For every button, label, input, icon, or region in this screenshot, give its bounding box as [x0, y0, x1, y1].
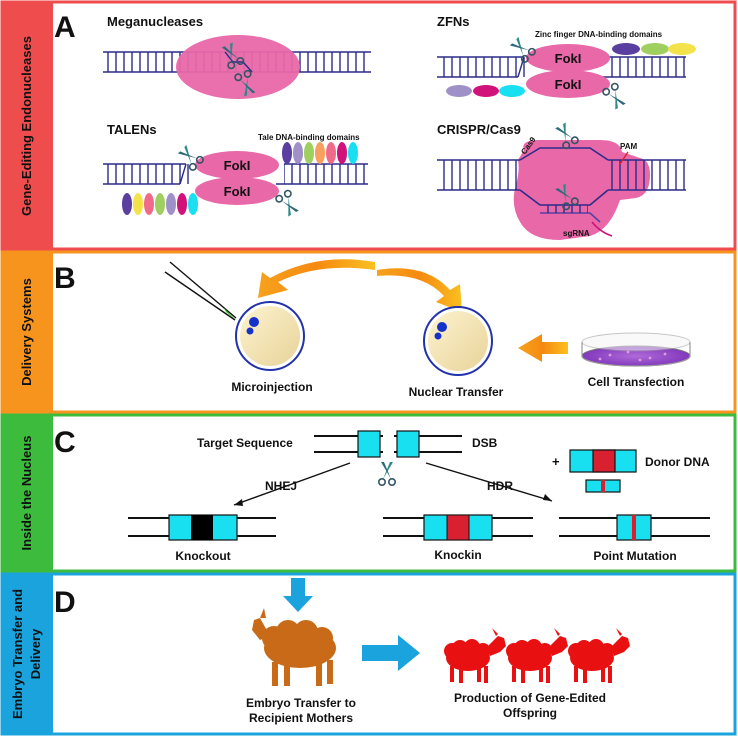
- tale-domains-top: [282, 142, 358, 164]
- nhej-label: NHEJ: [265, 479, 297, 493]
- panel-a-letter: A: [54, 11, 76, 44]
- zfn-domains-label: Zinc finger DNA-binding domains: [535, 30, 663, 39]
- talens-diagram: TALENs Tale DNA-binding domains FokI Fok…: [103, 122, 368, 219]
- embryo-transfer-line2: Recipient Mothers: [249, 711, 353, 725]
- target-sequence-label: Target Sequence: [197, 436, 293, 450]
- meganucleases-label: Meganucleases: [107, 14, 203, 29]
- panel-a-frame: Gene-Editing Endonucleases A: [0, 0, 737, 251]
- crispr-label: CRISPR/Cas9: [437, 122, 521, 137]
- scissors-icon: [273, 188, 302, 219]
- panel-d-side-label-line1: Embryo Transfer and: [10, 589, 25, 719]
- panel-b-side-label: Delivery Systems: [19, 278, 34, 386]
- microinjection-label: Microinjection: [231, 380, 312, 394]
- panel-d-side-label-line2: Delivery: [28, 628, 43, 679]
- meganucleases-diagram: Meganucleases: [103, 14, 371, 99]
- production-line2: Offspring: [503, 706, 557, 720]
- tale-domains-label: Tale DNA-binding domains: [258, 133, 360, 142]
- sheep-icon: [568, 628, 630, 683]
- panel-d-letter: D: [54, 586, 76, 619]
- panel-c-frame: Inside the Nucleus C: [0, 413, 737, 573]
- arrow-from-transfection: [518, 334, 568, 362]
- pam-label: PAM: [620, 142, 638, 151]
- dsb-label: DSB: [472, 436, 498, 450]
- petri-dish-icon: [581, 332, 691, 367]
- egg-cell-icon: [423, 306, 493, 376]
- knockin-label: Knockin: [434, 548, 481, 562]
- right-arrow: [362, 635, 420, 671]
- nuclear-transfer-label: Nuclear Transfer: [409, 385, 504, 399]
- sheep-icon: [252, 608, 336, 686]
- micropipette-icon: [164, 261, 237, 321]
- panel-b-letter: B: [54, 262, 76, 295]
- production-line1: Production of Gene-Edited: [454, 691, 606, 705]
- panel-b-content: Microinjection Nuclear Transfer Cell Tra…: [164, 259, 691, 399]
- panel-c-content: Target Sequence DSB NHEJ HDR + Donor DNA…: [128, 430, 710, 563]
- panel-c-letter: C: [54, 426, 76, 459]
- scissors-icon: [377, 461, 397, 487]
- sheep-icon: [444, 628, 506, 683]
- egg-cell-icon: [235, 301, 305, 371]
- zfns-label: ZFNs: [437, 14, 470, 29]
- tale-domains-bottom: [122, 193, 198, 215]
- arrow-to-nuclear-transfer: [377, 268, 462, 312]
- zfn-fokl-bottom-label: FokI: [555, 77, 582, 92]
- panel-c-side-label: Inside the Nucleus: [19, 436, 34, 551]
- embryo-transfer-line1: Embryo Transfer to: [246, 696, 356, 710]
- donor-dna-label: Donor DNA: [645, 455, 710, 469]
- donor-plus: +: [552, 454, 560, 469]
- talen-fokl-bottom-label: FokI: [224, 184, 251, 199]
- point-mutation-label: Point Mutation: [593, 549, 676, 563]
- talen-fokl-top-label: FokI: [224, 158, 251, 173]
- talens-label: TALENs: [107, 122, 157, 137]
- panel-b-frame: Delivery Systems B: [0, 250, 737, 414]
- crispr-cas9-diagram: CRISPR/Cas9 PAM Cas9 sgRNA: [437, 120, 686, 240]
- zfn-fokl-top-label: FokI: [555, 51, 582, 66]
- panel-a-side-label: Gene-Editing Endonucleases: [19, 36, 34, 216]
- down-arrow: [283, 578, 313, 612]
- cell-transfection-label: Cell Transfection: [588, 375, 685, 389]
- hdr-label: HDR: [487, 479, 513, 493]
- knockout-label: Knockout: [175, 549, 230, 563]
- panel-d-frame: Embryo Transfer and Delivery D: [0, 572, 737, 736]
- sgrna-label: sgRNA: [563, 229, 590, 238]
- panel-d-content: Embryo Transfer to Recipient Mothers Pro…: [246, 578, 630, 725]
- zfns-diagram: ZFNs Zinc finger DNA-binding domains Fok…: [437, 14, 696, 112]
- arrow-to-microinjection: [258, 259, 375, 298]
- sheep-icon: [506, 628, 568, 683]
